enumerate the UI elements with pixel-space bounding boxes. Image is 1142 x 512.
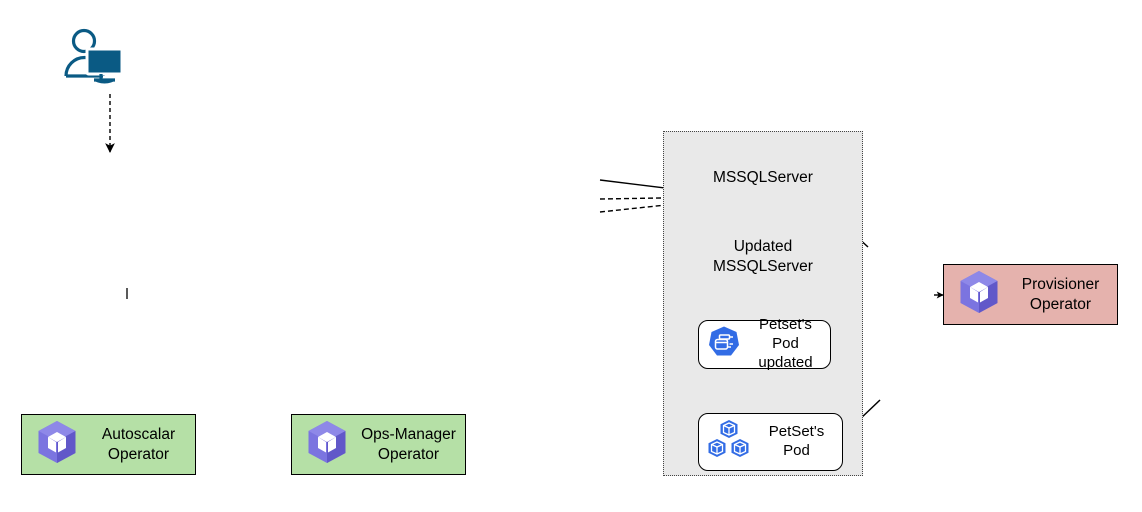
statefulset-icon	[707, 325, 741, 364]
box-petset-pod-label: PetSet's Pod	[768, 423, 825, 459]
box-ops-manager-operator[interactable]: Ops-Manager Operator	[291, 414, 466, 475]
operator-cube-icon	[34, 419, 80, 470]
box-petset-pod[interactable]: PetSet's Pod	[698, 413, 843, 471]
operator-cube-icon	[956, 269, 1002, 320]
box-autoscalar-operator-label: Autoscalar Operator	[101, 425, 176, 463]
box-autoscalar-operator[interactable]: Autoscalar Operator	[21, 414, 196, 475]
label-mssqlserver: MSSQLServer	[713, 169, 813, 186]
box-petset-pod-updated[interactable]: Petset's Pod updated	[698, 316, 831, 371]
box-provisioner-operator-label: Provisioner Operator	[1021, 275, 1100, 313]
pods-icon	[707, 419, 751, 466]
user-at-computer-icon	[60, 28, 130, 88]
box-provisioner-operator[interactable]: Provisioner Operator	[943, 264, 1118, 325]
box-petset-pod-updated-label: Petset's Pod updated	[758, 316, 813, 371]
operator-cube-icon	[304, 419, 350, 470]
box-ops-manager-operator-label: Ops-Manager Operator	[361, 425, 456, 463]
label-updated-mssqlserver: Updated MSSQLServer	[713, 238, 813, 276]
